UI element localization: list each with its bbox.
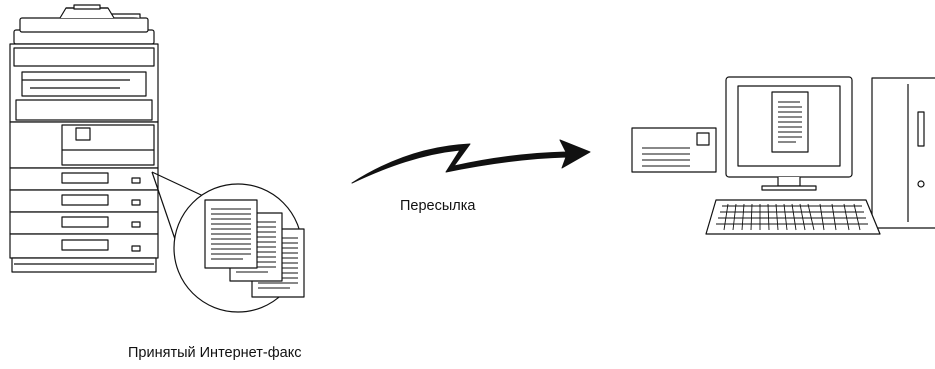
multifunction-printer-icon	[9, 4, 159, 273]
forward-arrow-icon	[351, 139, 591, 184]
email-envelope-icon	[631, 127, 717, 173]
received-documents-icon	[151, 171, 305, 313]
received-fax-label: Принятый Интернет-факс	[128, 345, 302, 361]
forwarding-label: Пересылка	[400, 198, 476, 214]
desktop-computer-icon	[705, 76, 935, 235]
